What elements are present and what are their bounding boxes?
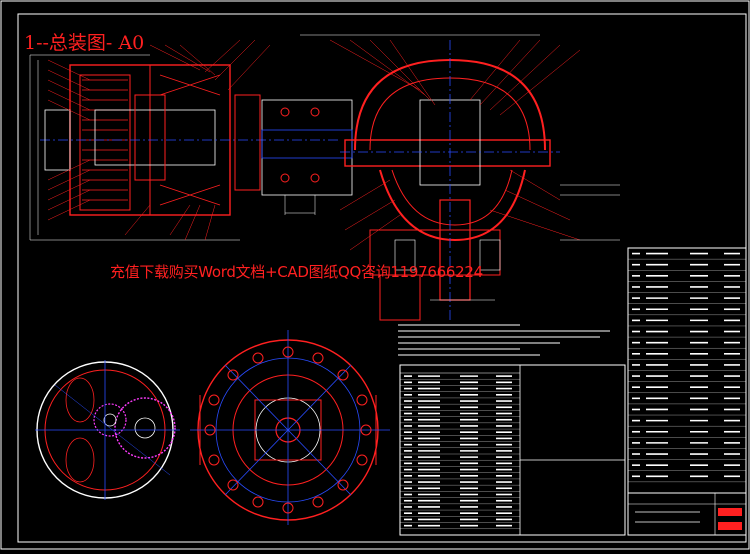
watermark-text: 充值下载购买Word文档+CAD图纸QQ咨询1197666224	[110, 263, 483, 281]
gear-section-view	[35, 360, 180, 500]
flange-end-view	[190, 330, 390, 525]
title-block	[627, 492, 747, 536]
drawing-title: 1--总装图- A0	[24, 32, 145, 54]
parts-list-right	[627, 247, 747, 494]
left-gear-assembly	[29, 39, 340, 241]
technical-notes	[398, 324, 610, 356]
right-dome-assembly	[300, 34, 620, 321]
center-shaft	[261, 99, 353, 215]
parts-list-left	[399, 364, 626, 536]
